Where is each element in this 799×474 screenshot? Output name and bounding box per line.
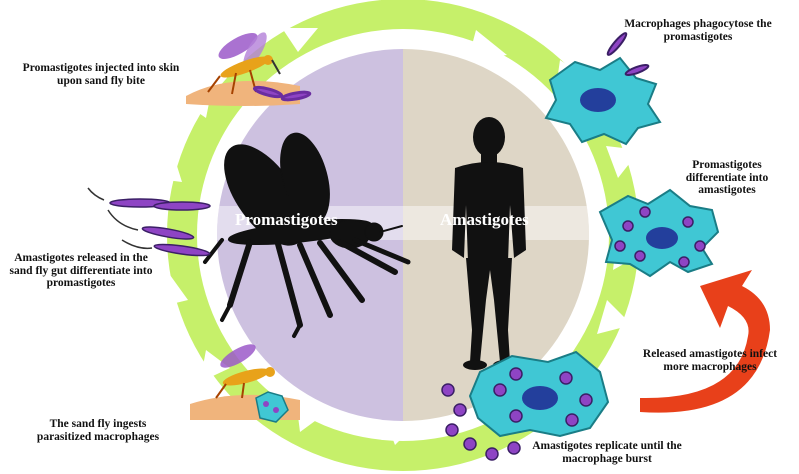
stage-gut-label: Amastigotes released in the sand fly gut… bbox=[6, 252, 156, 290]
stage-inject-label: Promastigotes injected into skin upon sa… bbox=[22, 62, 180, 87]
stage-replicate-label: Amastigotes replicate until the macropha… bbox=[532, 440, 682, 465]
stage-reinfect-label: Released amastigotes infect more macroph… bbox=[630, 348, 790, 373]
infected-macrophage-icon bbox=[600, 190, 718, 276]
promastigotes-label: Promastigotes bbox=[235, 210, 338, 230]
stage-phagocytose-label: Macrophages phagocytose the promastigote… bbox=[620, 18, 776, 43]
red-curved-arrow bbox=[640, 270, 770, 413]
stage-ingest-label: The sand fly ingests parasitized macroph… bbox=[36, 418, 160, 443]
ring-arrow bbox=[150, 150, 182, 182]
skin-icon bbox=[186, 81, 300, 106]
stage-differentiate-amastigotes-label: Promastigotes differentiate into amastig… bbox=[668, 159, 786, 197]
amastigotes-label: Amastigotes bbox=[440, 210, 529, 230]
